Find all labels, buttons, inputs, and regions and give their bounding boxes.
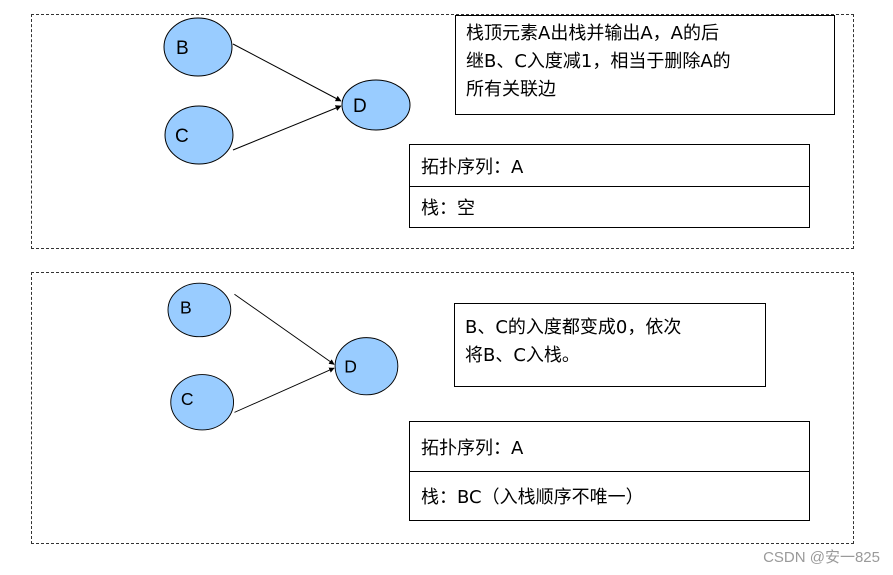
node-label-c: C — [175, 126, 189, 147]
status-table: 拓扑序列：A 栈：空 — [409, 144, 810, 228]
node-b — [167, 282, 232, 338]
panel-step-1: B C D 栈顶元素A出栈并输出A，A的后 继B、C入度减1，相当于删除A的 所… — [31, 14, 854, 249]
node-label-d: D — [344, 357, 357, 377]
stack-label: 栈：空 — [410, 186, 809, 227]
node-label-b: B — [176, 38, 189, 59]
node-d — [334, 337, 399, 396]
note-line: B、C的入度都变成0，依次 — [465, 317, 682, 338]
edge-c-d — [234, 367, 335, 413]
topological-sequence-label: 拓扑序列：A — [421, 156, 524, 178]
node-label-d: D — [353, 96, 367, 117]
note-line: 栈顶元素A出栈并输出A，A的后 — [466, 23, 719, 44]
edge-c-d — [232, 105, 342, 151]
panel-step-2: B C D B、C的入度都变成0，依次 将B、C入栈。 拓扑序列：A 栈：BC（… — [31, 272, 854, 544]
explanation-note: 栈顶元素A出栈并输出A，A的后 继B、C入度减1，相当于删除A的 所有关联边 — [455, 15, 835, 115]
node-label-c: C — [181, 389, 194, 409]
note-line: 继B、C入度减1，相当于删除A的 — [466, 51, 731, 72]
stack-label: 栈：BC（入栈顺序不唯一） — [410, 471, 809, 520]
node-c — [170, 374, 234, 431]
node-label-b: B — [180, 298, 192, 318]
node-d — [341, 79, 411, 131]
graph-step-2: B C D — [167, 282, 399, 431]
node-b — [163, 17, 233, 77]
edge-b-d — [234, 293, 335, 365]
note-line: 将B、C入栈。 — [465, 345, 580, 366]
note-line: 所有关联边 — [466, 79, 556, 100]
status-table: 拓扑序列：A 栈：BC（入栈顺序不唯一） — [409, 421, 810, 521]
explanation-note: B、C的入度都变成0，依次 将B、C入栈。 — [454, 303, 766, 387]
node-c — [164, 105, 234, 165]
watermark: CSDN @安一825 — [763, 549, 880, 566]
graph-step-1: B C D — [163, 17, 411, 165]
topological-sequence-label: 拓扑序列：A — [421, 437, 524, 459]
edge-b-d — [232, 43, 342, 102]
